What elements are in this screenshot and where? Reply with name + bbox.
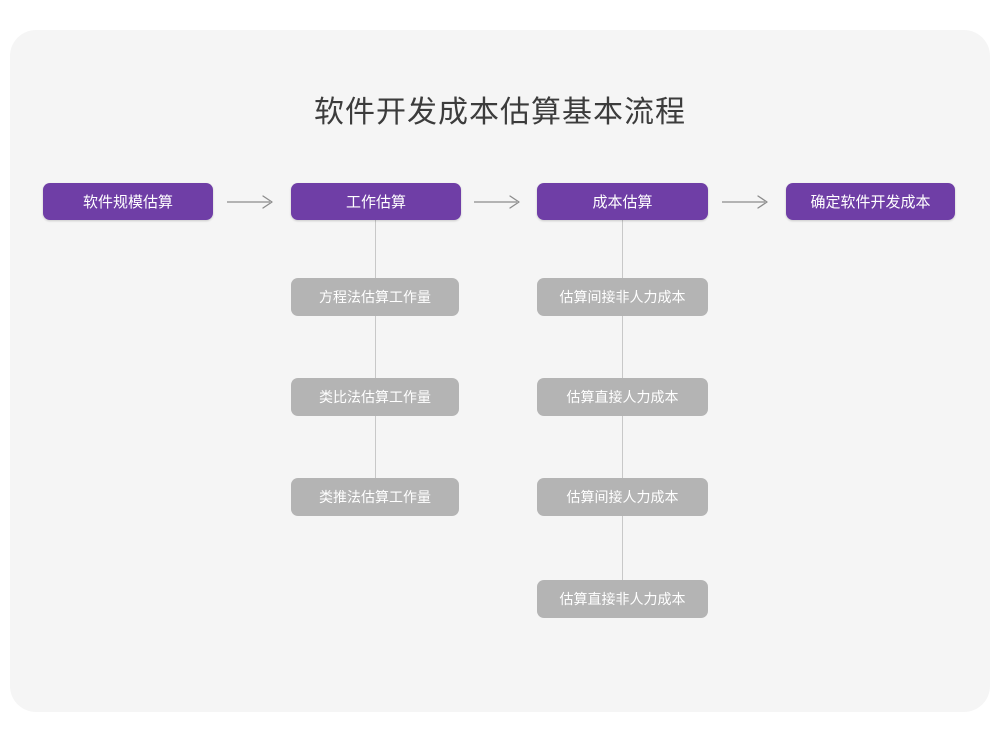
- sub-node[interactable]: 估算直接非人力成本: [537, 580, 708, 618]
- stage-node-work-estimation[interactable]: 工作估算: [291, 183, 461, 220]
- page-title: 软件开发成本估算基本流程: [314, 96, 686, 129]
- diagram-card: [10, 30, 990, 712]
- sub-node[interactable]: 估算直接人力成本: [537, 378, 708, 416]
- stage-node-label: 确定软件开发成本: [810, 194, 931, 211]
- stage-node-label: 软件规模估算: [82, 194, 173, 211]
- sub-node-label: 估算直接人力成本: [566, 389, 679, 405]
- stage-node-label: 成本估算: [592, 194, 653, 211]
- sub-node-label: 类比法估算工作量: [319, 389, 431, 405]
- sub-node[interactable]: 估算间接非人力成本: [537, 278, 708, 316]
- sub-node[interactable]: 方程法估算工作量: [291, 278, 459, 316]
- sub-node-label: 估算间接非人力成本: [559, 289, 686, 305]
- branch-connector-cost-estimation: [622, 220, 623, 618]
- stage-node-software-scale-estimation[interactable]: 软件规模估算: [43, 183, 213, 220]
- sub-node-label: 估算间接人力成本: [566, 489, 679, 505]
- sub-node[interactable]: 估算间接人力成本: [537, 478, 708, 516]
- sub-node-label: 估算直接非人力成本: [559, 591, 686, 607]
- sub-node[interactable]: 类比法估算工作量: [291, 378, 459, 416]
- sub-node-label: 类推法估算工作量: [319, 489, 431, 505]
- sub-node-label: 方程法估算工作量: [319, 289, 431, 305]
- arrow-right-icon: [226, 193, 278, 211]
- branch-connector-work-estimation: [375, 220, 376, 516]
- stage-node-determine-development-cost[interactable]: 确定软件开发成本: [786, 183, 955, 220]
- arrow-right-icon: [721, 193, 773, 211]
- arrow-right-icon: [473, 193, 525, 211]
- stage-node-label: 工作估算: [345, 194, 406, 211]
- stage-node-cost-estimation[interactable]: 成本估算: [537, 183, 708, 220]
- sub-node[interactable]: 类推法估算工作量: [291, 478, 459, 516]
